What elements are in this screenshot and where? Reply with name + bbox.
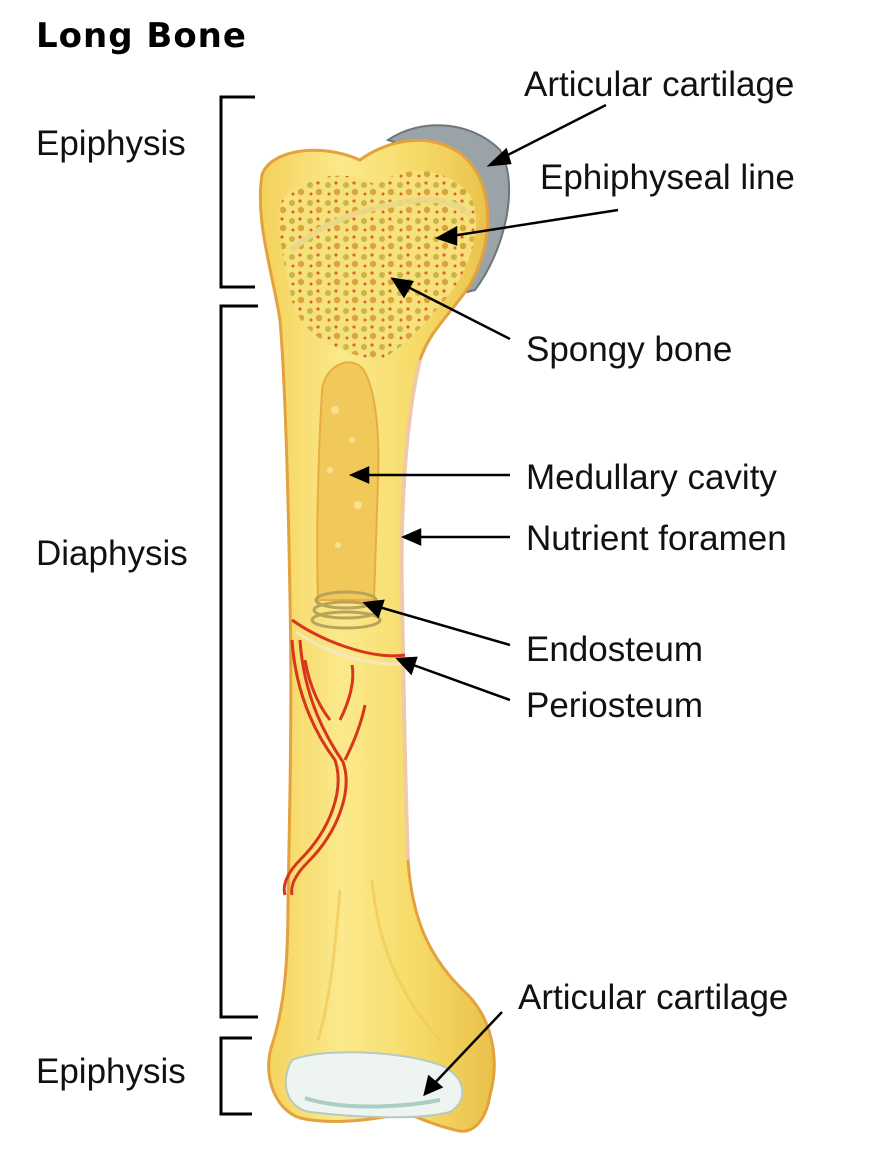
nutrient-vessels	[282, 639, 367, 896]
region-label-epiphysis-top: Epiphysis	[36, 124, 186, 163]
region-label-epiphysis-bottom: Epiphysis	[36, 1052, 186, 1091]
spongy-bone-region	[279, 171, 476, 360]
label-medullary-cavity: Medullary cavity	[526, 458, 777, 497]
medullary-cavity-region	[316, 361, 380, 601]
label-nutrient-foramen: Nutrient foramen	[526, 519, 787, 558]
epiphyseal-line	[289, 196, 473, 253]
bone-body	[258, 138, 496, 1133]
label-periosteum: Periosteum	[526, 686, 704, 725]
label-spongy-bone: Spongy bone	[526, 330, 733, 369]
periosteum-edge	[399, 359, 422, 861]
bracket-epiphysis-top	[219, 95, 255, 289]
label-endosteum: Endosteum	[526, 630, 704, 669]
label-articular-cartilage-bottom: Articular cartilage	[518, 978, 789, 1017]
bracket-diaphysis	[219, 304, 258, 1019]
cross-section-cut	[291, 618, 406, 658]
diagram-title: Long Bone	[36, 16, 247, 56]
label-epiphyseal-line: Ephiphyseal line	[540, 158, 795, 197]
label-articular-cartilage-top: Articular cartilage	[524, 65, 795, 104]
bracket-epiphysis-bottom	[219, 1036, 252, 1116]
pointer-lines	[348, 103, 619, 1097]
region-label-diaphysis: Diaphysis	[36, 534, 188, 573]
articular-cartilage-bottom	[284, 1051, 464, 1119]
